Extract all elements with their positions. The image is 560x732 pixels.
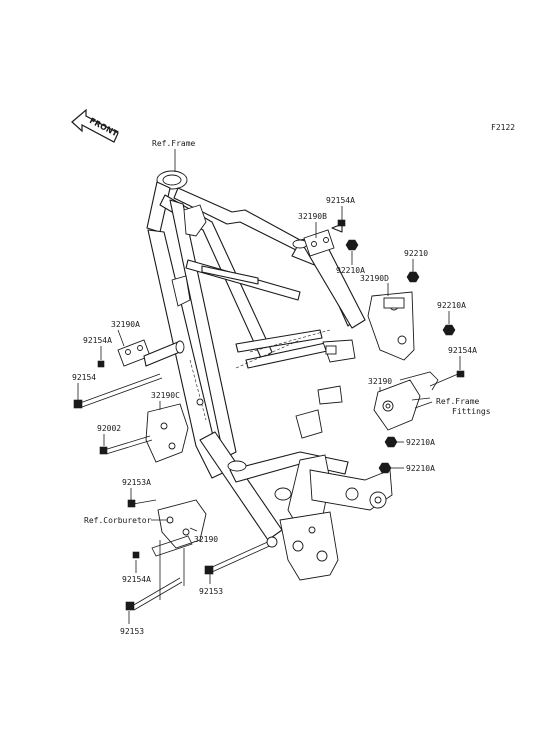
leader-lines [77,149,461,624]
nut-92210A-mid [384,436,398,448]
label-ref-corburetor: Ref.Corburetor [84,516,152,525]
nut-92210A-top [345,239,359,251]
label-ref-frame: Ref.Frame [152,139,196,148]
bolt-92154A-bottom [132,551,140,559]
label-92210A-mid: 92210A [406,438,435,447]
label-92154A-left: 92154A [83,336,112,345]
label-92210A-low: 92210A [406,464,435,473]
label-92153-bottom: 92153 [120,627,144,636]
nut-92210A-right [442,324,456,336]
part-labels: Ref.Frame 92154A 32190B 92210A 92210 321… [72,139,491,636]
bracket-32190-bottom [151,499,207,557]
label-92154A-top: 92154A [326,196,355,205]
label-92210A-right: 92210A [437,301,466,310]
plate-32190D [367,291,415,361]
bolt-92153-bottom [125,577,183,611]
label-32190-bottom: 32190 [194,535,218,544]
label-92002: 92002 [97,424,121,433]
label-92210: 92210 [404,249,428,258]
nut-92210A-low [378,462,392,474]
nut-92210 [406,271,420,283]
bolt-92154A-right [429,370,465,387]
label-32190A: 32190A [111,320,140,329]
bolt-92002 [99,435,153,455]
label-92153-mid: 92153 [199,587,223,596]
label-92154: 92154 [72,373,96,382]
label-32190: 32190 [368,377,392,386]
figure-code: F2122 [491,123,515,132]
label-92153A: 92153A [122,478,151,487]
bracket-32190C [145,398,204,463]
label-92154A-right: 92154A [448,346,477,355]
bolt-92153A [127,499,157,508]
label-32190B: 32190B [298,212,327,221]
bracket-32190B [303,219,346,257]
bracket-32190A [97,339,185,368]
front-arrow-icon: FRONT [71,108,120,143]
label-ref-frame-fittings-1: Ref.Frame [436,397,480,406]
label-ref-frame-fittings-2: Fittings [452,407,491,416]
bracket-32190 [373,371,439,431]
frame-drawing [146,170,393,581]
label-92210A-top: 92210A [336,266,365,275]
bolt-92153-mid [204,536,278,575]
label-92154A-bottom: 92154A [122,575,151,584]
label-32190C: 32190C [151,391,180,400]
label-32190D: 32190D [360,274,389,283]
